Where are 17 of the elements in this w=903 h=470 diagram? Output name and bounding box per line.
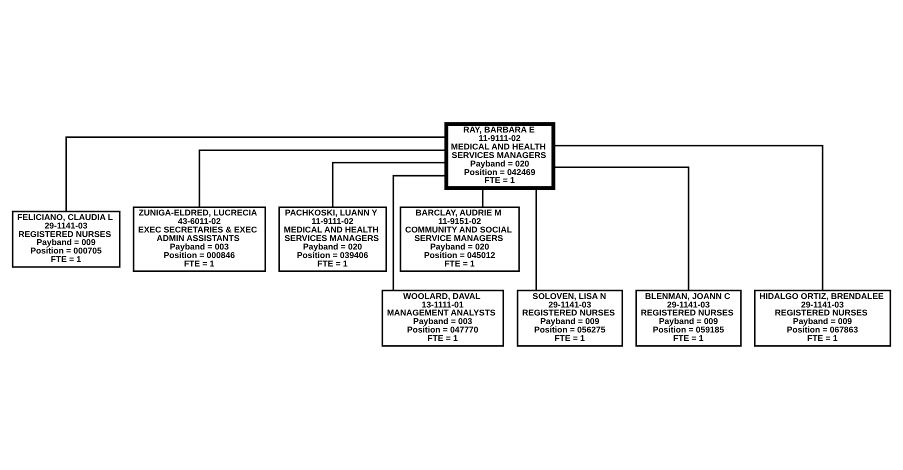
- node-box: BARCLAY, AUDRIE M 11-9151-02 COMMUNITY AND SOCIAL SERVICE MANAGERS Payband = 020 Position = 045012 FTE = 1: [400, 206, 520, 272]
- node-box: FELICIANO, CLAUDIA L 29-1141-03 REGISTERED NURSES Payband = 009 Position = 000705 FTE = 1: [12, 210, 120, 268]
- connector: [482, 188, 484, 208]
- node-box: ZUNIGA-ELDRED, LUCRECIA 43-6011-02 EXEC SECRETARIES & EXEC ADMIN ASSISTANTS Payband = 003 Position = 000846 FTE = 1: [132, 206, 266, 272]
- connector: [332, 162, 446, 208]
- node-box: HIDALGO ORTIZ, BRENDALEE 29-1141-03 REGISTERED NURSES Payband = 009 Position = 067863 FTE = 1: [754, 290, 892, 347]
- connector: [198, 150, 446, 208]
- node-box: SOLOVEN, LISA N 29-1141-03 REGISTERED NURSES Payband = 009 Position = 056275 FTE = 1: [516, 290, 624, 347]
- node-box: WOOLARD, DAVAL 13-1111-01 MANAGEMENT ANALYSTS Payband = 003 Position = 047770 FTE = 1: [382, 290, 504, 347]
- connector: [65, 136, 446, 212]
- node-box: PACHKOSKI, LUANN Y 11-9111-02 MEDICAL AND HEALTH SERVICES MANAGERS Payband = 020 Position = 039406 FTE = 1: [278, 206, 387, 272]
- node-box: RAY, BARBARA E 11-9111-02 MEDICAL AND HEALTH SERVICES MANAGERS Payband = 020 Position = 042469 FTE = 1: [444, 122, 556, 190]
- connector: [392, 174, 446, 290]
- connector: [553, 166, 690, 290]
- node-box: BLENMAN, JOANN C 29-1141-03 REGISTERED NURSES Payband = 009 Position = 059185 FTE = 1: [635, 290, 742, 347]
- connector: [554, 144, 824, 290]
- connector: [535, 188, 537, 290]
